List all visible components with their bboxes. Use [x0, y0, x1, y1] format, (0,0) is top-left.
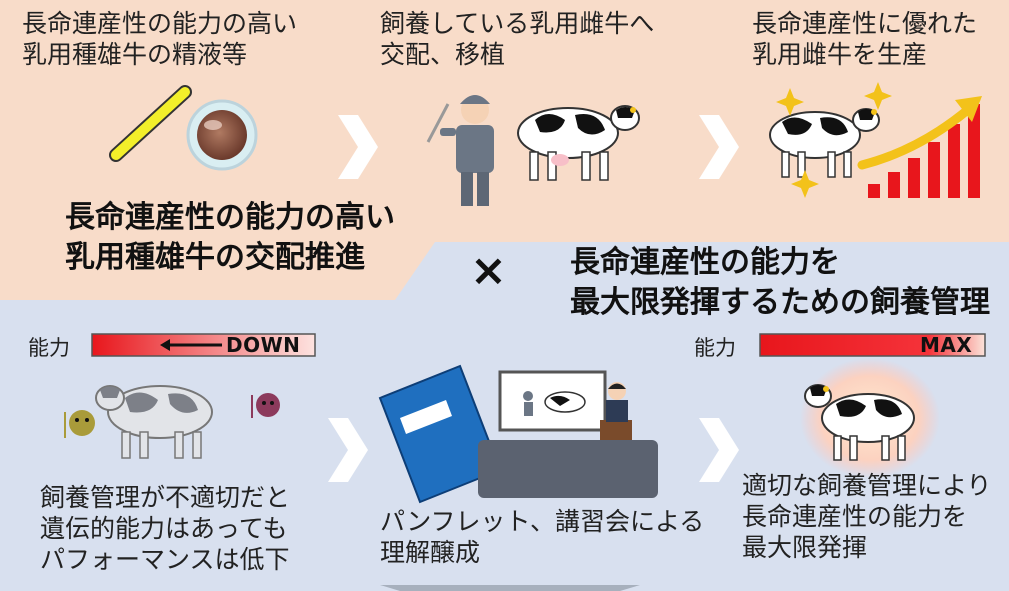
bottom-headline-line1: 長命連産性の能力を: [570, 245, 840, 280]
bottom-headline: 長命連産性の能力を 最大限発揮するための飼養管理: [570, 243, 990, 323]
sparkling-cow-icon: [769, 108, 880, 178]
semen-straw-icon: [109, 85, 192, 162]
germ-icon: [64, 393, 280, 438]
glowing-cow-icon: [800, 358, 940, 478]
top-step2-text: 飼養している乳用雌牛へ 交配、移植: [380, 8, 654, 70]
ability-down-label: 能力: [28, 336, 70, 360]
chevron-arrow-bottom-1: [328, 418, 368, 482]
ability-max-label: 能力: [694, 336, 736, 360]
bottom-step3-line2: 長命連産性の能力を: [742, 502, 968, 531]
top-headline: 長命連産性の能力の高い 乳用種雄牛の交配推進: [65, 198, 395, 278]
ability-down-word: DOWN: [226, 333, 301, 357]
lecture-audience-icon: [478, 370, 658, 498]
ability-max-bar: [759, 333, 986, 357]
gray-cow-icon: [95, 385, 213, 459]
top-step3-line1: 長命連産性に優れた: [752, 9, 978, 38]
bottom-step1-line3: パフォーマンスは低下: [40, 545, 290, 574]
sparkle-icon: [776, 82, 892, 198]
bottom-step3-line3: 最大限発揮: [742, 533, 868, 562]
bottom-headline-line2: 最大限発揮するための飼養管理: [570, 285, 990, 320]
chevron-arrow-bottom-2: [699, 418, 739, 482]
bottom-step1-text: 飼養管理が不適切だと 遺伝的能力はあっても パフォーマンスは低下: [40, 482, 290, 575]
worker-icon: [426, 95, 494, 206]
bottom-step1-line1: 飼養管理が不適切だと: [40, 483, 291, 512]
growth-chart-icon: [857, 96, 982, 198]
bottom-step3-line1: 適切な飼養管理により: [742, 471, 992, 500]
chevron-arrow-top-1: [338, 115, 378, 179]
bottom-edge-bar: [380, 585, 640, 591]
top-step3-line2: 乳用雌牛を生産: [752, 40, 928, 69]
bottom-step2-text: パンフレット、講習会による 理解醸成: [380, 506, 704, 568]
bottom-step2-line1: パンフレット、講習会による: [380, 507, 705, 536]
top-step3-text: 長命連産性に優れた 乳用雌牛を生産: [752, 8, 977, 70]
ability-down-bar: [91, 333, 316, 357]
chevron-arrow-top-2: [699, 115, 739, 179]
bottom-step2-line2: 理解醸成: [380, 538, 481, 567]
cross-symbol: ×: [470, 245, 507, 296]
top-headline-line1: 長命連産性の能力の高い: [65, 200, 395, 235]
top-step2-line2: 交配、移植: [380, 40, 506, 69]
ability-max-word: MAX: [920, 333, 973, 357]
top-headline-line2: 乳用種雄牛の交配推進: [65, 240, 365, 275]
top-step2-line1: 飼養している乳用雌牛へ: [380, 9, 655, 38]
top-step1-text: 長命連産性の能力の高い 乳用種雄牛の精液等: [22, 8, 297, 70]
bottom-step1-line2: 遺伝的能力はあっても: [40, 514, 288, 543]
dairy-cow-icon: [517, 105, 640, 181]
top-step1-line1: 長命連産性の能力の高い: [22, 9, 298, 38]
top-step1-line2: 乳用種雄牛の精液等: [22, 40, 248, 69]
bottom-step3-text: 適切な飼養管理により 長命連産性の能力を 最大限発揮: [742, 470, 992, 563]
petri-dish-icon: [186, 99, 258, 171]
